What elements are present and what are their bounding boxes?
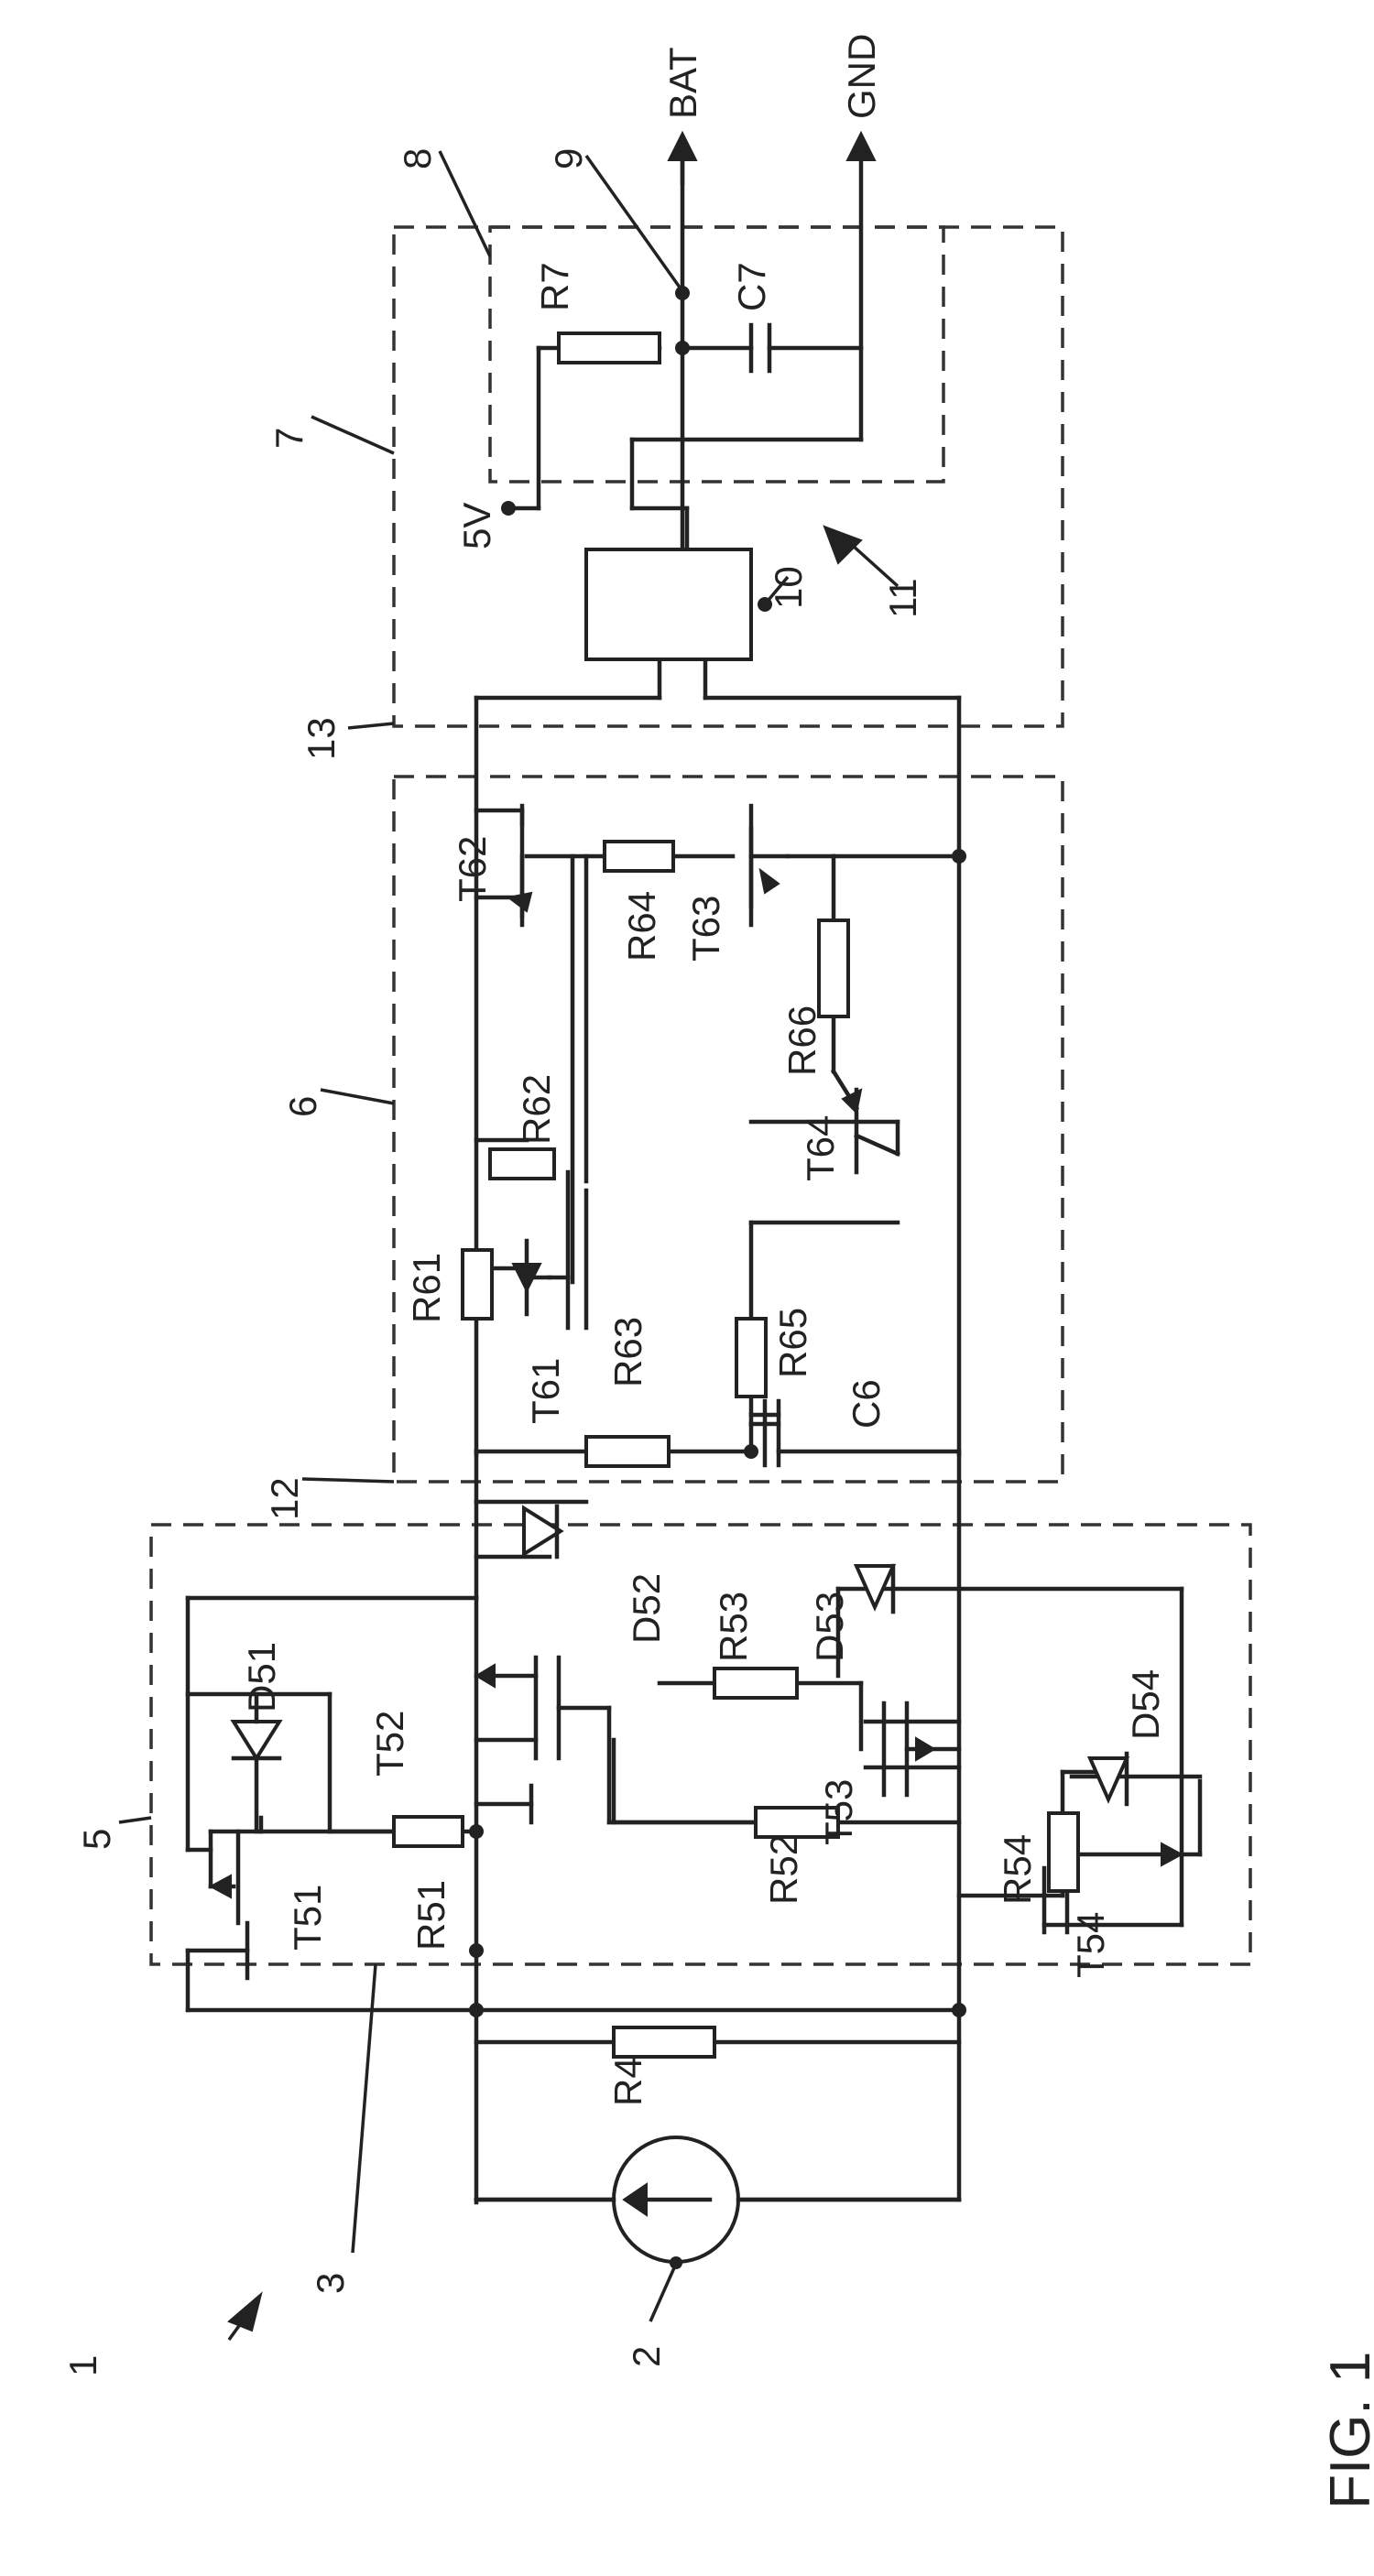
label-T53: T53 [817, 1779, 860, 1845]
label-T51: T51 [286, 1885, 329, 1951]
label-C6: C6 [845, 1379, 888, 1429]
label-R54: R54 [996, 1834, 1039, 1905]
ref-13: 13 [300, 717, 343, 760]
mosfet-T52-arrow [476, 1665, 495, 1687]
diode-D54 [1090, 1754, 1127, 1804]
label-R66: R66 [780, 1005, 823, 1076]
ref-8: 8 [396, 148, 439, 169]
resistor-R62 [490, 1149, 554, 1179]
transistor-T62 [508, 806, 531, 916]
label-C7: C7 [730, 262, 773, 311]
module-5-wiring [188, 1502, 1200, 2010]
resistor-R61 [463, 1250, 492, 1319]
ref-7: 7 [267, 428, 311, 449]
terminal-gnd: GND [840, 34, 883, 119]
gnd-arrow [847, 133, 875, 160]
ref-6: 6 [281, 1096, 324, 1117]
label-D53: D53 [808, 1592, 851, 1662]
labels: 1 2 3 5 12 6 13 7 8 9 10 11 BAT GND 5V R… [61, 34, 1374, 2509]
terminal-bat: BAT [661, 47, 704, 119]
capacitor-C7 [751, 325, 769, 371]
resistor-R65 [736, 1319, 766, 1397]
label-R51: R51 [409, 1880, 453, 1951]
mosfet-T53-arrow [916, 1738, 934, 1760]
terminal-5v: 5V [455, 503, 498, 549]
label-R53: R53 [712, 1592, 755, 1662]
label-R52: R52 [762, 1834, 805, 1905]
resistor-R66 [819, 920, 848, 1016]
resistor-R51 [394, 1817, 463, 1846]
label-T54: T54 [1069, 1912, 1112, 1978]
ref-5: 5 [75, 1829, 118, 1850]
diode-D51 [234, 1694, 279, 1831]
label-R64: R64 [620, 891, 663, 962]
label-R65: R65 [771, 1308, 814, 1378]
label-T52: T52 [368, 1711, 411, 1777]
label-R7: R7 [533, 262, 576, 311]
node-9 [675, 286, 690, 300]
transistor-T64 [843, 1090, 861, 1172]
mosfet-T54-arrow [1161, 1843, 1182, 1865]
resistor-R64 [605, 842, 673, 871]
label-R62: R62 [515, 1074, 558, 1145]
label-T64: T64 [799, 1115, 842, 1181]
label-T62: T62 [451, 836, 494, 902]
control-block-10 [586, 549, 751, 659]
diode-D52 [524, 1506, 561, 1557]
transistor-T61 [513, 1241, 550, 1314]
module-box-6 [394, 777, 1063, 1482]
bat-arrow [669, 133, 696, 160]
label-D54: D54 [1124, 1669, 1167, 1740]
resistor-R7 [559, 333, 660, 363]
resistor-R53 [714, 1668, 797, 1698]
label-D51: D51 [240, 1642, 283, 1712]
current-source-2 [476, 2137, 959, 2269]
label-R4: R4 [606, 2057, 649, 2106]
ref-2: 2 [625, 2346, 668, 2367]
label-T63: T63 [684, 896, 727, 962]
label-R61: R61 [405, 1253, 448, 1323]
node-5v [501, 501, 516, 516]
ref-11: 11 [881, 578, 924, 618]
resistor-R63 [586, 1437, 669, 1466]
ref-3: 3 [309, 2273, 352, 2294]
ref-12: 12 [263, 1477, 306, 1520]
label-D52: D52 [625, 1573, 668, 1644]
ref-10: 10 [767, 566, 810, 609]
label-T61: T61 [524, 1358, 567, 1424]
ref-1: 1 [61, 2355, 104, 2376]
ref-9: 9 [547, 148, 590, 169]
resistor-R4 [614, 2027, 714, 2057]
label-R63: R63 [606, 1317, 649, 1387]
figure-caption: FIG. 1 [1319, 2352, 1374, 2509]
resistor-R54 [1049, 1813, 1078, 1891]
